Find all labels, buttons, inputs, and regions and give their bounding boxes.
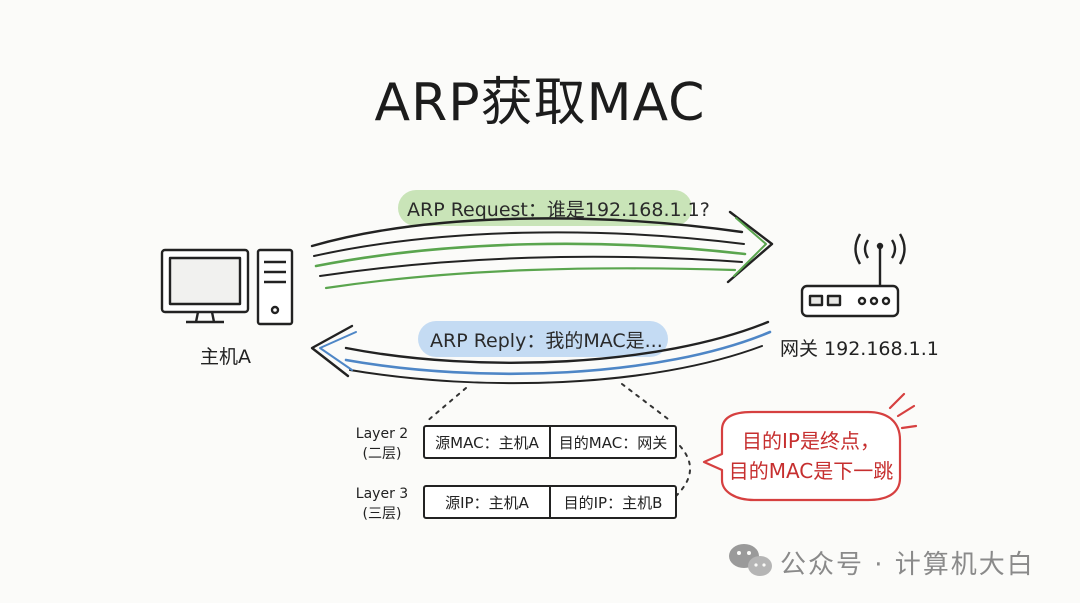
gateway-label: 网关 192.168.1.1 (780, 338, 939, 360)
request-arrow (310, 210, 774, 290)
page-title: ARP获取MAC (374, 73, 706, 133)
note-line1: 目的IP是终点， (742, 429, 880, 453)
layer3-dst-cell: 目的IP：主机B (563, 493, 663, 512)
note-line2: 目的MAC是下一跳 (728, 459, 894, 483)
reply-arrow (310, 320, 772, 385)
layer2-label: Layer 2 (二层) (352, 424, 412, 464)
layer3-sub: (三层) (362, 506, 402, 522)
zoom-lines (425, 383, 691, 497)
note-text: 目的IP是终点， 目的MAC是下一跳 (726, 426, 896, 486)
wechat-icon (729, 544, 772, 576)
reply-label: ARP Reply：我的MAC是... (430, 330, 663, 352)
note-bubble (702, 392, 918, 502)
request-pill (398, 190, 692, 226)
reply-pill (418, 321, 668, 357)
layer3-src-cell: 源IP：主机A (445, 493, 529, 512)
layer2-src-cell: 源MAC：主机A (435, 433, 539, 452)
request-label: ARP Request：谁是192.168.1.1? (407, 199, 710, 221)
layer2-sub: (二层) (362, 446, 402, 462)
layer2-dst-cell: 目的MAC：网关 (558, 433, 668, 452)
layer-boxes (423, 425, 677, 519)
layer3-name: Layer 3 (355, 486, 409, 502)
host-label: 主机A (200, 346, 251, 368)
router-icon (800, 233, 906, 318)
layer3-label: Layer 3 (三层) (352, 484, 412, 524)
layer2-name: Layer 2 (355, 426, 409, 442)
watermark-text: 公众号 · 计算机大白 (780, 550, 1035, 580)
computer-icon (160, 248, 294, 326)
